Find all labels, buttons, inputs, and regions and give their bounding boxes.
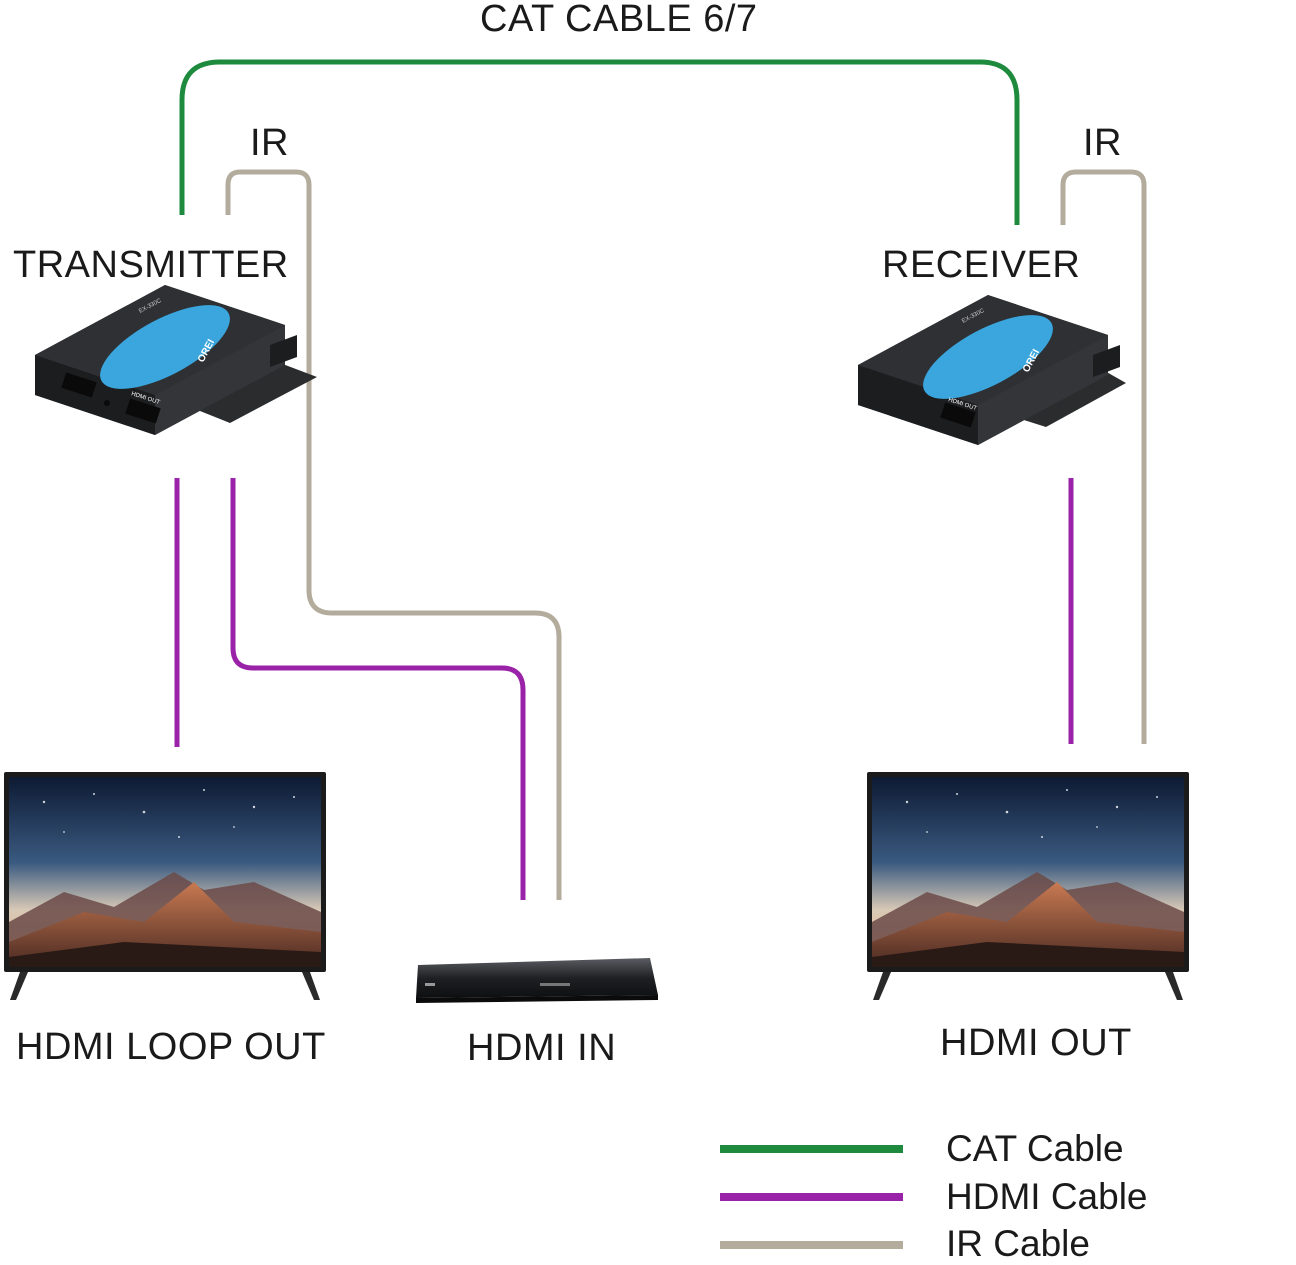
label-hdmi-loop-out: HDMI LOOP OUT <box>16 1026 326 1068</box>
legend-label-cat: CAT Cable <box>946 1128 1124 1169</box>
label-hdmi-out: HDMI OUT <box>940 1022 1132 1064</box>
legend-label-ir: IR Cable <box>946 1223 1090 1264</box>
hdmi-cable-in <box>230 478 526 900</box>
ir-cable-receiver <box>1060 169 1147 744</box>
tv-left <box>4 772 326 1000</box>
legend-label-hdmi: HDMI Cable <box>946 1176 1148 1217</box>
media-player <box>416 958 658 1003</box>
transmitter-device: OREI EX-330C HDMI OUT <box>35 285 317 435</box>
label-hdmi-in: HDMI IN <box>467 1027 617 1069</box>
receiver-device: OREI EX-330C HDMI OUT <box>858 295 1126 445</box>
tv-right <box>867 772 1189 1000</box>
label-cat-cable: CAT CABLE 6/7 <box>480 0 758 40</box>
label-transmitter: TRANSMITTER <box>13 244 289 286</box>
label-receiver: RECEIVER <box>882 244 1081 286</box>
label-ir-left: IR <box>250 122 289 164</box>
ir-cable-transmitter <box>225 169 562 900</box>
cat-cable <box>179 59 1020 225</box>
label-ir-right: IR <box>1083 122 1122 164</box>
legend-lines <box>720 1145 903 1249</box>
